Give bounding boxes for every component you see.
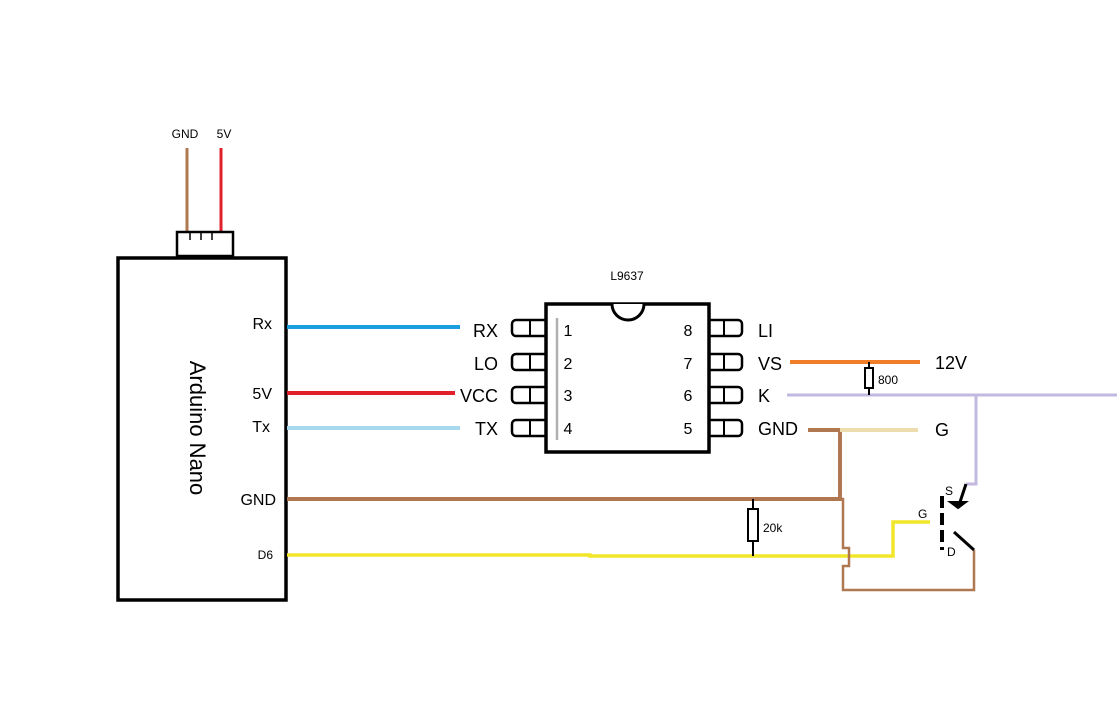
arduino-nano: Arduino Nano Rx 5V Tx GND D6 <box>116 256 288 602</box>
right-wires: 12V G <box>787 353 1117 592</box>
d6-wire <box>287 520 930 558</box>
chip-name: L9637 <box>610 269 644 283</box>
pin-label-k: K <box>758 386 770 406</box>
k-to-source-wire <box>966 395 978 486</box>
pin-number-3: 3 <box>564 388 573 405</box>
resistor-20k-body <box>747 508 759 542</box>
pin-number-2: 2 <box>564 356 573 373</box>
arduino-pin-tx: Tx <box>252 419 270 436</box>
pin-label-li: LI <box>758 321 773 341</box>
mosfet-drain-lead <box>952 530 976 552</box>
arduino-pin-gnd: GND <box>240 492 276 509</box>
pin-number-1: 1 <box>564 323 573 340</box>
gnd-wire <box>287 428 842 501</box>
arduino-pin-rx: Rx <box>252 316 272 333</box>
pin-label-vcc: VCC <box>460 386 498 406</box>
pin-number-5: 5 <box>684 421 693 438</box>
resistor-20k-label: 20k <box>763 521 783 535</box>
pin-label-rx: RX <box>473 321 498 341</box>
ground-g-label: G <box>935 420 949 440</box>
mosfet: S G D <box>918 483 976 559</box>
mosfet-source-label: S <box>945 484 953 498</box>
pin-label-vs: VS <box>758 354 782 374</box>
pin-number-4: 4 <box>564 421 573 438</box>
mosfet-gate-label: G <box>918 507 927 521</box>
pin-label-lo: LO <box>474 354 498 374</box>
pin-label-gnd: GND <box>758 419 798 439</box>
resistor-800-body <box>864 367 874 389</box>
chip-body <box>544 302 711 454</box>
left-wires <box>287 325 930 558</box>
top-connector: GND 5V <box>172 127 235 258</box>
pin-number-6: 6 <box>684 388 693 405</box>
arduino-pin-d6: D6 <box>258 548 274 562</box>
connector-5v-label: 5V <box>217 127 232 141</box>
pin-header <box>175 230 235 258</box>
pin-number-8: 8 <box>684 323 693 340</box>
resistor-800-label: 800 <box>878 373 898 387</box>
arduino-pin-5v: 5V <box>252 386 272 403</box>
mosfet-drain-label: D <box>947 545 956 559</box>
pin-number-7: 7 <box>684 356 693 373</box>
mosfet-arrow <box>947 501 969 510</box>
pin-label-tx: TX <box>475 419 498 439</box>
l9637-chip: L9637 1 2 3 4 8 7 6 5 RX LO VCC <box>460 269 798 454</box>
drain-return-wire <box>840 497 976 592</box>
arduino-title: Arduino Nano <box>185 361 210 496</box>
supply-12v-label: 12V <box>935 353 967 373</box>
resistor-20k: 20k <box>747 499 783 556</box>
connector-gnd-label: GND <box>172 127 199 141</box>
chip-notch <box>610 303 646 322</box>
arduino-body <box>116 256 288 602</box>
resistor-800: 800 <box>864 362 898 395</box>
